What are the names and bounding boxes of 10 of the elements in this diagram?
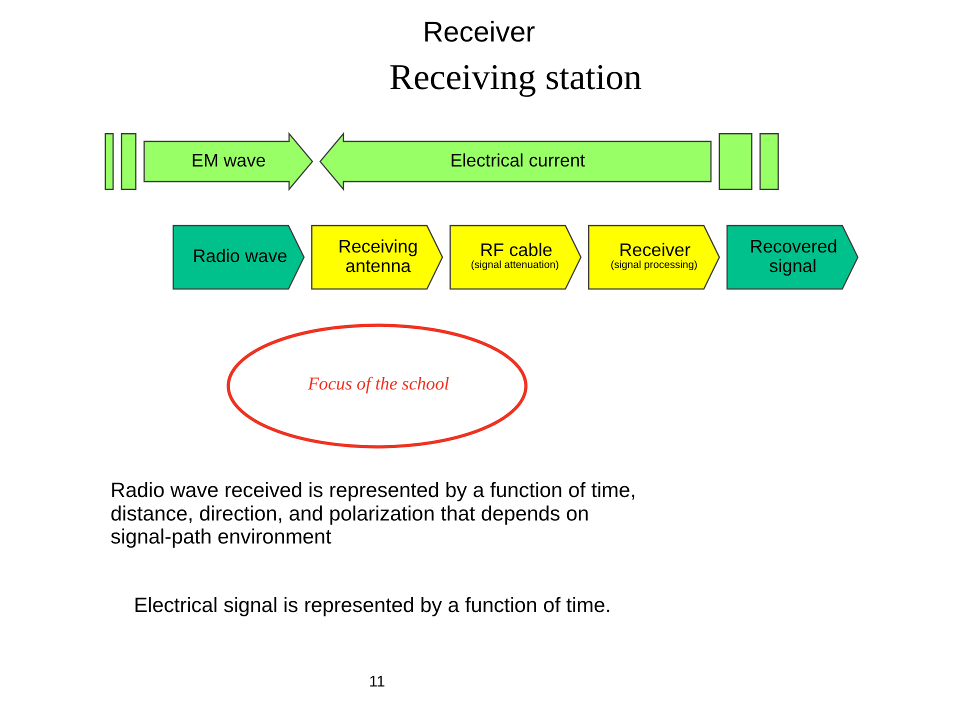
node-bar <box>104 133 114 190</box>
label: 11 <box>369 673 386 690</box>
node-bar <box>718 133 752 190</box>
label: Radio wave received is represented by a function of time, distance, direction, and polarization that depends on signal-path environment <box>110 479 636 549</box>
diagram-title: Receiver <box>422 16 536 48</box>
node-ellipse: Focus of the school <box>226 324 528 448</box>
label: Receiving station <box>389 56 642 97</box>
node-bar <box>120 133 136 190</box>
node-bar <box>759 133 779 190</box>
label: Electrical signal is represented by a function of time. <box>134 594 612 618</box>
